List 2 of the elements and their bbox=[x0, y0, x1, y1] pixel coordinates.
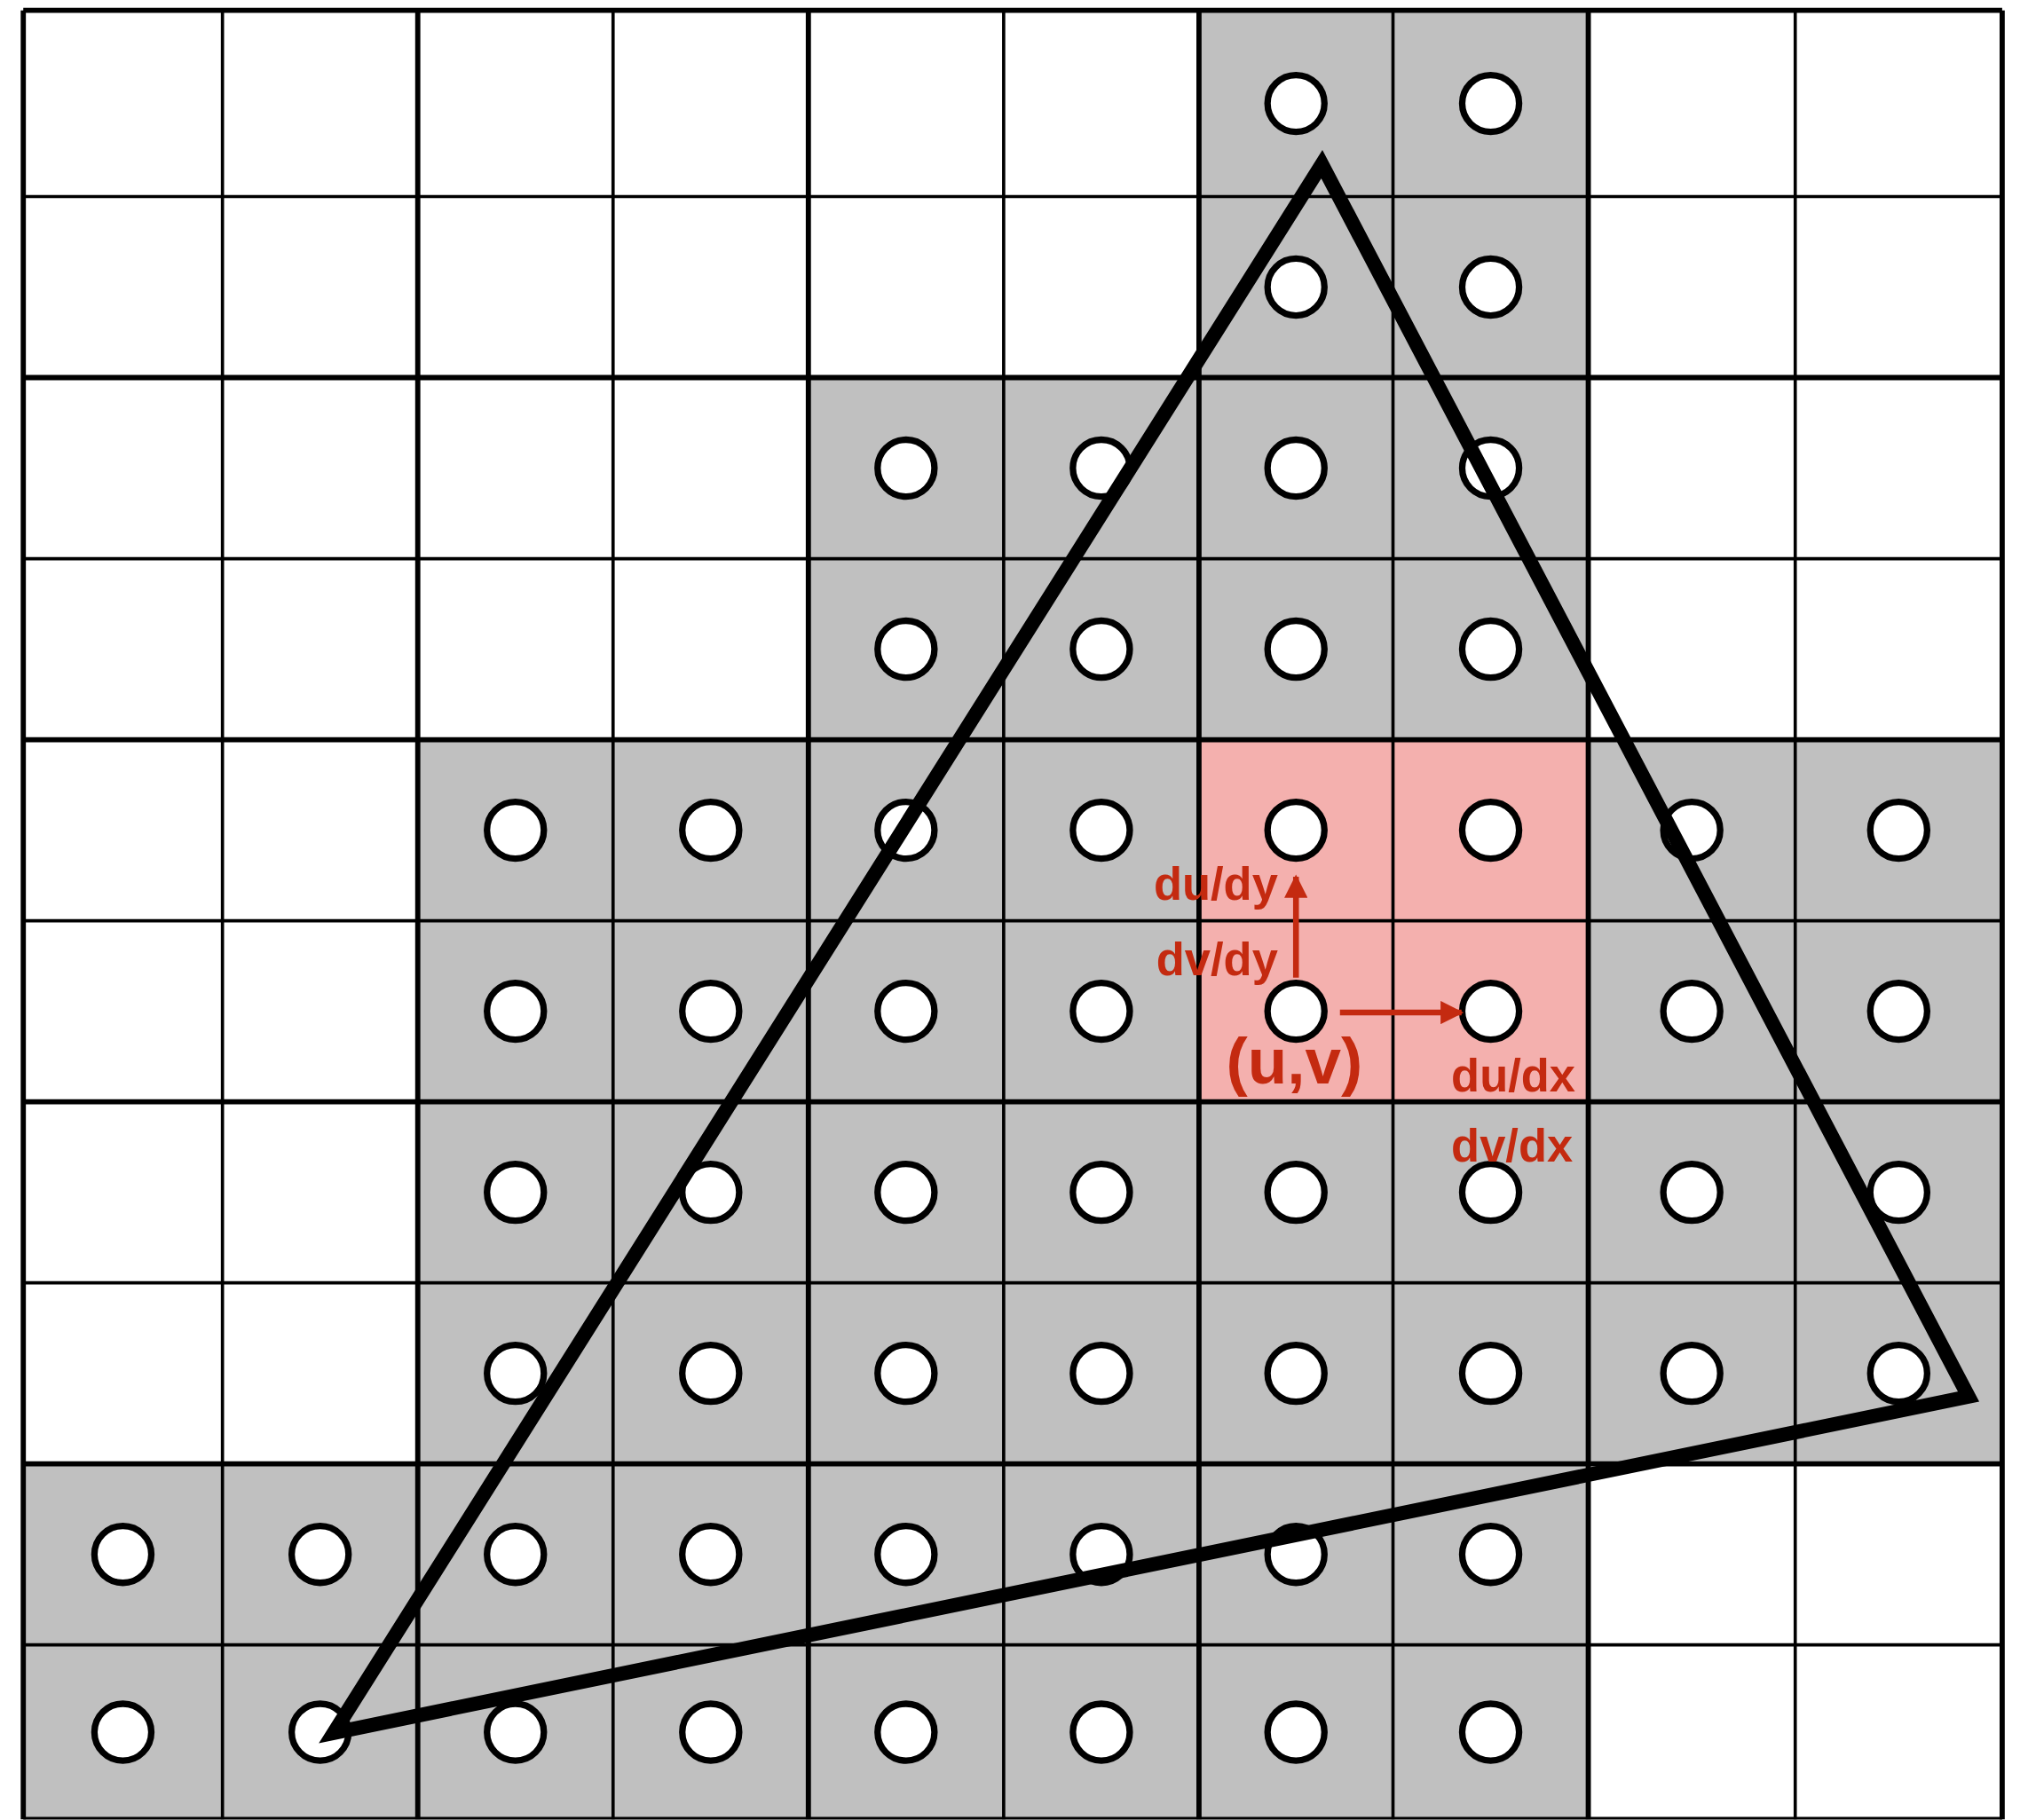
derivative-label: dv/dx bbox=[1451, 1122, 1574, 1170]
derivative-label: du/dx bbox=[1451, 1052, 1575, 1099]
